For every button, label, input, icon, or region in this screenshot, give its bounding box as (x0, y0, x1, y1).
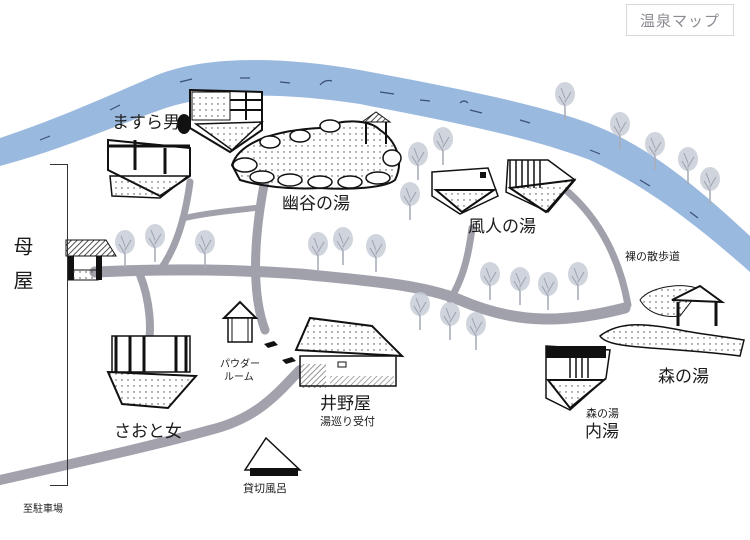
main-building-illustration[interactable] (65, 239, 117, 281)
powder-room-illustration[interactable] (221, 300, 296, 364)
inoya-label[interactable]: 井野屋 (320, 394, 371, 414)
yukoku-label[interactable]: 幽谷の湯 (282, 194, 350, 214)
main-building-bracket (50, 164, 68, 486)
fujin-bath-illustration[interactable] (431, 159, 577, 215)
yukoku-bath-illustration[interactable] (230, 111, 402, 190)
saotome-label[interactable]: さおと女 (114, 422, 182, 442)
powder-room-label-line2[interactable]: ルーム (224, 372, 254, 383)
masurao-bath-illustration[interactable] (107, 88, 264, 199)
mori-indoor-small-label: 森の湯 (586, 407, 619, 420)
inoya-building-illustration[interactable] (294, 316, 405, 388)
fujin-label[interactable]: 風人の湯 (468, 217, 536, 237)
powder-room-label-line1[interactable]: パウダー (220, 359, 260, 370)
masurao-label[interactable]: ますら男 (112, 113, 180, 133)
mori-indoor-bath-illustration[interactable] (545, 345, 611, 411)
mori-bath-illustration[interactable] (599, 284, 745, 357)
walking-paths (0, 175, 632, 485)
naked-trail-label: 裸の散歩道 (625, 250, 680, 263)
saotome-bath-illustration[interactable] (106, 335, 199, 410)
private-bath-illustration[interactable] (243, 436, 302, 476)
river (0, 59, 750, 272)
main-building-label[interactable]: 母屋 (10, 236, 34, 304)
map-title: 温泉マップ (626, 4, 734, 36)
inoya-sublabel: 湯巡り受付 (320, 415, 375, 428)
mori-label[interactable]: 森の湯 (658, 367, 709, 387)
private-bath-label[interactable]: 貸切風呂 (243, 482, 287, 495)
to-parking-label: 至駐車場 (23, 504, 63, 515)
mori-indoor-label[interactable]: 内湯 (585, 422, 619, 442)
